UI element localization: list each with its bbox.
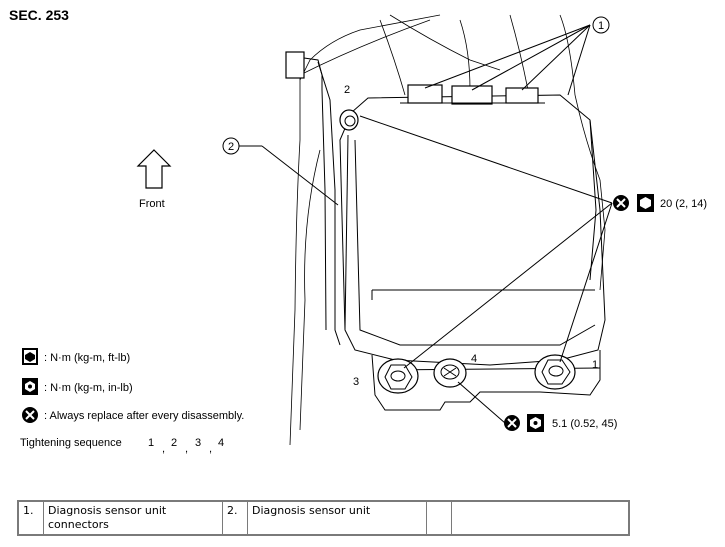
callout-1: 1 (424, 16, 610, 96)
mounting-bracket (285, 51, 341, 346)
vehicle-structure (289, 14, 606, 446)
torque-spec-upper: 20 (2, 14) (660, 198, 707, 210)
part-name-2: Diagnosis sensor unit (247, 501, 427, 535)
bolt-number-1: 1 (592, 359, 598, 371)
tightening-seq-1: 1 (148, 437, 154, 449)
part-name-1: Diagnosis sensor unit connectors (43, 501, 223, 535)
bolt-number-2: 2 (344, 84, 350, 96)
legend-nm-inlb-icon (22, 378, 38, 395)
callout-2: 2 (222, 137, 339, 206)
legend-nm-inlb: : N·m (kg-m, in-lb) (44, 382, 133, 394)
torque-wrench-icon-upper (637, 194, 654, 212)
tightening-seq-3: 3 (195, 437, 201, 449)
tightening-seq-sep-1: , (162, 443, 165, 455)
front-label: Front (139, 198, 165, 210)
parts-table: 1. Diagnosis sensor unit connectors 2. D… (17, 500, 630, 536)
part-number-2: 2. (222, 501, 248, 535)
bolt-1 (534, 354, 576, 390)
front-arrow-icon (136, 149, 172, 189)
replace-icon-lower (504, 415, 520, 431)
part-number-1: 1. (18, 501, 44, 535)
torque-leaders-upper (359, 115, 613, 369)
callout-2-label: 2 (228, 141, 234, 153)
bolt-number-3: 3 (353, 376, 359, 388)
part-number-3 (426, 501, 452, 535)
tightening-seq-4: 4 (218, 437, 224, 449)
bolt-2 (339, 109, 359, 131)
sensor-unit-body (339, 84, 606, 411)
tightening-seq-sep-2: , (185, 443, 188, 455)
bolt-3 (377, 358, 419, 394)
legend-replace-icon (22, 407, 38, 423)
legend-nm-ftlb-icon (22, 348, 38, 365)
tightening-seq-sep-3: , (209, 443, 212, 455)
replace-icon-upper (613, 195, 629, 211)
section-label: SEC. 253 (9, 7, 69, 23)
part-name-3 (451, 501, 629, 535)
legend-replace: : Always replace after every disassembly… (44, 410, 244, 422)
legend-nm-ftlb: : N·m (kg-m, ft-lb) (44, 352, 130, 364)
torque-spec-lower: 5.1 (0.52, 45) (552, 418, 617, 430)
torque-leader-lower (457, 381, 506, 424)
tightening-seq-2: 2 (171, 437, 177, 449)
torque-wrench-icon-lower (527, 414, 544, 432)
diagnosis-sensor-unit-diagram: SEC. 253 (9, 7, 707, 455)
table-row: 1. Diagnosis sensor unit connectors 2. D… (18, 501, 629, 535)
bolt-number-4: 4 (471, 353, 477, 365)
callout-1-label: 1 (598, 20, 604, 32)
tightening-sequence-label: Tightening sequence (20, 437, 122, 449)
bolt-4 (433, 358, 467, 388)
